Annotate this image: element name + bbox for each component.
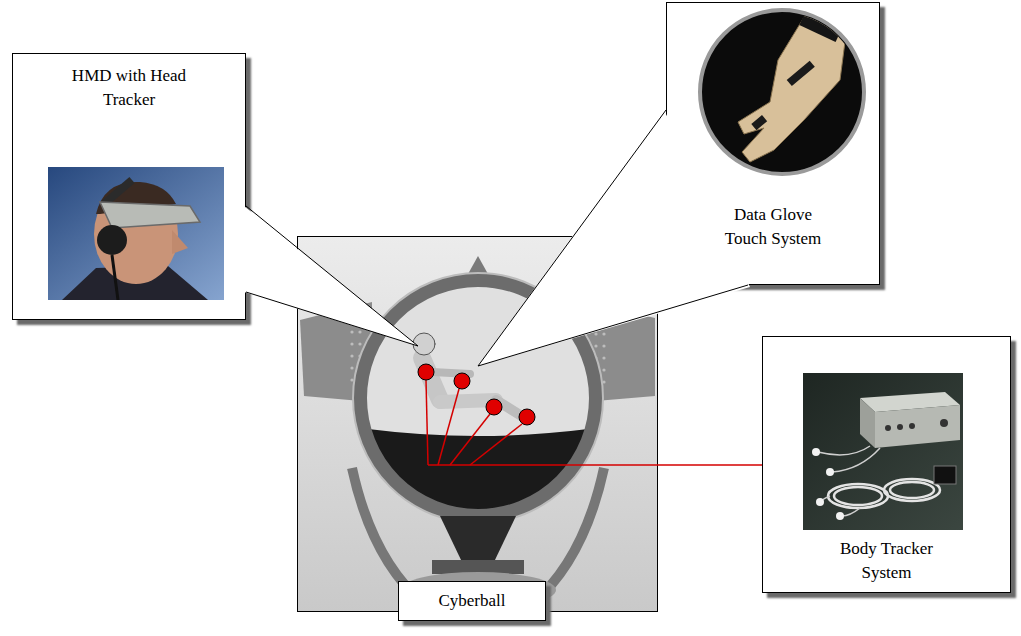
- tracker-knobs: [885, 425, 891, 431]
- sensor-cable: [832, 448, 880, 472]
- stand: [440, 516, 516, 562]
- callout-box: Body Tracker System: [762, 336, 1011, 593]
- glove-hand: [738, 14, 846, 162]
- tracker-marker: [454, 373, 470, 389]
- tracker-marker: [519, 409, 535, 425]
- glove-hand: [799, 14, 840, 42]
- cable-coil: [884, 479, 940, 501]
- cable-coil: [828, 479, 940, 508]
- callout-wedge: [244, 206, 418, 346]
- callout-wedge: [478, 110, 750, 366]
- photo-ground: [803, 373, 963, 530]
- sensor: [812, 448, 844, 520]
- tracker-lead: [438, 389, 459, 465]
- nose: [172, 230, 188, 254]
- head-strap: [104, 180, 132, 204]
- sensor: [812, 448, 820, 456]
- sensor-cable: [818, 446, 870, 455]
- cable-coil: [828, 484, 888, 508]
- tracker-lead: [428, 464, 658, 466]
- sensor-cable: [818, 446, 880, 516]
- signal-wire: [658, 464, 762, 466]
- tracker-marker: [418, 364, 434, 380]
- callout-wedge-edge: [246, 206, 418, 346]
- tracker-lead: [426, 380, 658, 465]
- headphone: [97, 225, 127, 255]
- glove-photo: [700, 10, 864, 174]
- tracker-marker: [418, 364, 535, 425]
- callout-label: Data Glove Touch System: [718, 203, 828, 251]
- glove-hand: [738, 14, 846, 162]
- tracker-knobs: [940, 419, 948, 427]
- photo-ground: [48, 167, 224, 300]
- panel-holes: [594, 344, 597, 347]
- panel-holes: [358, 342, 361, 345]
- tracker-unit: [875, 405, 960, 448]
- glove-hand: [751, 115, 767, 130]
- tracker-knobs: [897, 424, 903, 430]
- tracker-lead: [426, 380, 428, 465]
- tracker-unit: [860, 398, 875, 448]
- cable-coil: [834, 487, 882, 505]
- panel-holes: [602, 368, 605, 371]
- panel-holes: [350, 330, 353, 333]
- panel-holes: [602, 356, 605, 359]
- tracker-photo: [803, 373, 963, 530]
- tracker-knobs: [909, 423, 915, 429]
- cable-coil: [890, 482, 934, 498]
- callout-label: Body Tracker System: [832, 537, 942, 585]
- stand: [432, 560, 524, 574]
- hmd-visor: [100, 202, 200, 228]
- panel-holes: [350, 342, 353, 345]
- hmd-photo: [48, 167, 224, 300]
- panel-holes: [350, 354, 353, 357]
- tracker-marker: [486, 399, 502, 415]
- panel-holes: [602, 332, 605, 335]
- power-supply: [934, 466, 956, 484]
- photo-ground: [700, 10, 864, 174]
- callout-box: HMD with Head Tracker: [12, 53, 246, 320]
- sensor-cable: [842, 508, 860, 516]
- callout-wedge-edge: [478, 110, 748, 366]
- callout-label: HMD with Head Tracker: [59, 64, 199, 112]
- panel-holes: [358, 330, 361, 333]
- tracker-lead: [450, 414, 490, 465]
- tracker-knobs: [885, 419, 948, 431]
- glove-hand: [787, 61, 815, 86]
- figure-label: Cyberball: [398, 581, 546, 621]
- panel-holes: [602, 344, 605, 347]
- panel-holes: [350, 366, 353, 369]
- panel-holes: [594, 332, 597, 335]
- cable: [112, 255, 118, 300]
- sensor: [836, 512, 844, 520]
- sensor: [826, 468, 834, 476]
- sensor: [816, 498, 824, 506]
- panel-holes: [350, 378, 353, 381]
- tracker-lead: [470, 424, 522, 465]
